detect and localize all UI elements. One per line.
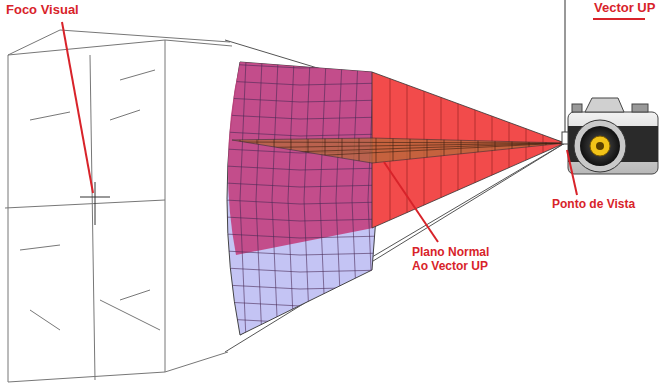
viewpoint-label: Ponto de Vista — [552, 198, 635, 212]
visual-focus-cross — [80, 182, 110, 225]
visual-focus-label: Foco Visual — [6, 3, 79, 18]
normal-plane-label: Plano Normal Ao Vector UP — [412, 246, 504, 274]
view-surface — [227, 62, 377, 335]
normal-plane — [232, 138, 565, 163]
plane-grid — [230, 130, 565, 170]
camera — [562, 98, 658, 174]
leader-lines — [62, 22, 577, 242]
wireframe-box — [5, 30, 232, 382]
frustum-rays — [225, 40, 565, 352]
up-vector-underline — [593, 18, 645, 20]
up-vector-line — [565, 0, 566, 143]
up-vector-label: Vector UP — [594, 1, 655, 16]
surface-grid — [225, 60, 385, 340]
